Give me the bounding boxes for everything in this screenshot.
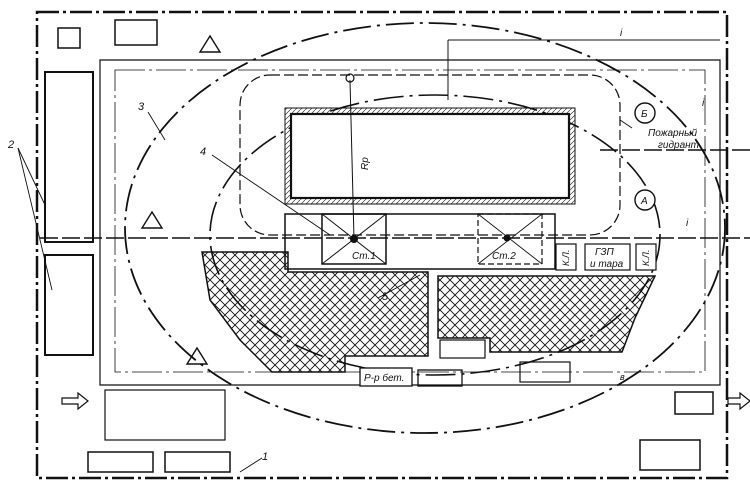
crane-work-zone — [209, 94, 661, 376]
warning-sign-icon-2 — [140, 210, 164, 229]
crane-2-base — [477, 213, 543, 265]
radius-label: Rp — [360, 157, 371, 170]
warning-sign-icon — [198, 34, 222, 53]
entry-arrow-icon — [61, 391, 89, 411]
mortar-box-2 — [417, 369, 463, 387]
leader-2a — [17, 147, 46, 206]
site-road — [99, 59, 721, 386]
slope-label-2: i — [702, 98, 705, 109]
hydrant-a-label: А — [640, 196, 648, 207]
bottom-shed-1 — [87, 451, 154, 473]
hydrant-a-circle — [634, 189, 656, 211]
leader-hydrant — [619, 119, 633, 129]
storage-box — [584, 243, 631, 271]
leader-4 — [211, 154, 331, 236]
callout-1: 1 — [262, 451, 268, 463]
hydrant-label-2: гидрант — [658, 140, 699, 151]
hydrant-b-label: Б — [641, 109, 648, 120]
temp-building-2 — [44, 254, 94, 356]
crane-1-base — [321, 213, 387, 265]
kl-label-1: К.Л. — [561, 250, 571, 266]
hydrant-b-circle — [634, 102, 656, 124]
slope-label-1: i — [620, 28, 623, 39]
mortar-box — [359, 367, 413, 387]
slope-label-3: i — [686, 218, 689, 229]
storage-label: ГЗП — [595, 247, 614, 258]
leader-1 — [239, 457, 263, 473]
crane-track-loop — [239, 74, 621, 236]
gate-booth — [57, 27, 81, 49]
callout-2: 2 — [7, 139, 14, 151]
mark-v: в — [620, 372, 625, 382]
leader-3 — [147, 111, 166, 141]
kl-box-2 — [635, 243, 657, 271]
bottom-road-box — [104, 389, 226, 441]
building — [289, 112, 571, 200]
bottom-shed-2 — [164, 451, 231, 473]
hydrant-label-1: Пожарный — [648, 128, 697, 139]
leader-2b — [17, 147, 53, 291]
callout-3: 3 — [138, 101, 145, 113]
warning-sign-icon-3 — [185, 346, 209, 365]
right-bottom-shed-1 — [674, 391, 714, 415]
radius-marker — [345, 73, 355, 83]
callout-4: 4 — [200, 146, 206, 158]
storage-area-right — [437, 275, 657, 353]
box-under-storage — [439, 339, 486, 359]
kl-label-2: К.Л. — [641, 250, 651, 266]
leader-5 — [377, 274, 421, 299]
mortar-label: Р-р бет. — [364, 372, 404, 384]
right-bottom-shed-2 — [639, 439, 701, 471]
radius-line — [349, 79, 355, 240]
crane-rails — [284, 213, 556, 270]
storage-label-2: и тара — [590, 259, 624, 270]
storage-area-left — [201, 251, 429, 373]
site-road-inner — [114, 69, 706, 373]
crane-1-label: Ст.1 — [352, 251, 376, 262]
crane-2-label: Ст.2 — [492, 251, 516, 262]
callout-5: 5 — [382, 291, 389, 303]
site-fence — [35, 10, 729, 480]
crane-danger-zone — [124, 22, 726, 434]
kl-box-1 — [555, 243, 577, 271]
temp-building-1 — [44, 71, 94, 243]
box-right-storage — [519, 361, 571, 383]
exit-arrow-icon — [727, 391, 750, 411]
top-shed — [114, 19, 158, 46]
